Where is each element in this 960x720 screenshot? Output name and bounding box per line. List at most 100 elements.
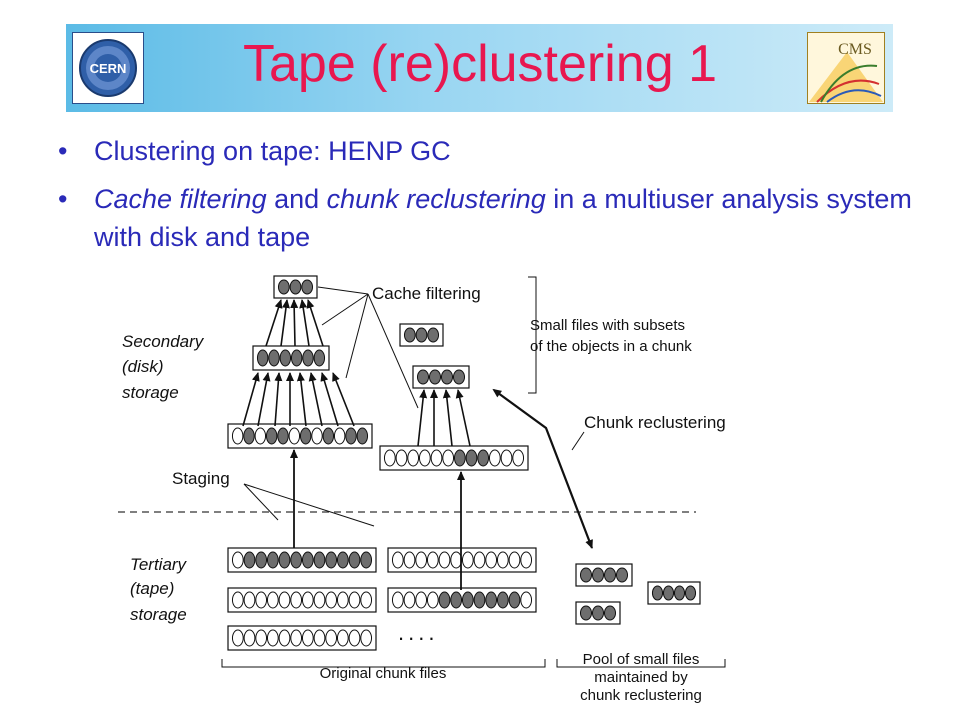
bullet-text: Clustering on tape: HENP GC [94,136,451,166]
small-files-label: Small files with subsets [530,317,685,334]
object-filled [325,551,338,569]
callout-lines [243,286,585,527]
object-filled [290,349,303,367]
bullet-list: • Clustering on tape: HENP GC • Cache fi… [58,132,918,266]
object-filled [579,567,593,583]
cms-logo: CMS [807,32,885,104]
object-filled [415,327,428,343]
object-empty [403,551,416,569]
object-empty [520,551,533,569]
pool-label: Pool of small files [583,651,700,668]
object-empty [391,551,404,569]
object-filled [360,551,373,569]
object-empty [313,629,326,647]
object-filled [461,591,474,609]
secondary-storage-label: Secondary [122,332,205,351]
small-files-label: of the objects in a chunk [530,338,692,355]
object-filled [508,591,521,609]
pool-label: chunk reclustering [580,687,702,704]
bullet-text-italic: chunk reclustering [326,184,546,214]
filter-arrows-right [417,389,471,447]
filter-arrows-left [242,372,355,427]
object-empty [290,591,303,609]
object-filled [615,567,629,583]
object-empty [333,427,346,445]
object-empty [266,629,279,647]
object-empty [278,629,291,647]
object-empty [360,591,373,609]
object-empty [520,591,533,609]
tertiary-storage-label: Tertiary [130,555,188,574]
object-filled [453,449,466,467]
object-filled [427,327,440,343]
object-empty [255,591,268,609]
object-empty [415,551,428,569]
object-empty [348,591,361,609]
object-filled [279,349,292,367]
secondary-storage-label: storage [122,383,179,402]
object-empty [395,449,408,467]
object-filled [591,605,605,621]
cache-filtering-label: Cache filtering [372,284,481,303]
object-empty [512,449,525,467]
object-empty [430,449,443,467]
object-filled [579,605,593,621]
object-empty [231,629,244,647]
pool-label: maintained by [594,669,688,686]
object-empty [301,629,314,647]
object-empty [473,551,486,569]
cern-logo-text: CERN [90,61,127,76]
object-empty [325,591,338,609]
staging-label: Staging [172,469,230,488]
original-files-bracket [221,659,546,668]
object-empty [496,551,509,569]
object-filled [277,427,289,445]
reclustering-arrow [492,388,594,549]
object-empty [438,551,451,569]
object-filled [268,349,280,367]
object-filled [496,591,509,609]
object-filled [348,551,361,569]
object-filled [256,349,269,367]
object-empty [442,449,455,467]
object-filled [345,427,357,445]
object-empty [360,629,373,647]
cern-logo: CERN [72,32,144,104]
object-filled [450,591,463,609]
object-filled [440,369,454,385]
object-empty [391,591,404,609]
object-empty [254,427,267,445]
object-empty [348,629,361,647]
object-filled [452,369,466,385]
object-empty [243,591,256,609]
object-empty [311,427,323,445]
object-filled [465,449,478,467]
object-filled [403,327,416,343]
object-empty [255,629,268,647]
title-banner [66,24,893,112]
object-filled [651,585,664,601]
object-empty [313,591,326,609]
object-filled [243,427,255,445]
object-filled [289,279,302,295]
tertiary-storage-label: storage [130,605,187,624]
object-empty [231,591,244,609]
object-empty [500,449,513,467]
bullet-text-italic: Cache filtering [94,184,267,214]
object-filled [301,279,314,295]
object-empty [485,551,498,569]
chunk-reclustering-label: Chunk reclustering [584,413,726,432]
object-empty [301,591,314,609]
object-empty [336,591,349,609]
object-filled [322,427,335,445]
object-empty [488,449,501,467]
object-filled [302,349,314,367]
object-empty [288,427,301,445]
cms-logo-text: CMS [838,41,872,58]
object-empty [450,551,463,569]
filter-arrows-top [265,299,324,347]
object-filled [603,567,617,583]
object-empty [231,427,244,445]
object-empty [278,591,291,609]
object-empty [243,629,256,647]
